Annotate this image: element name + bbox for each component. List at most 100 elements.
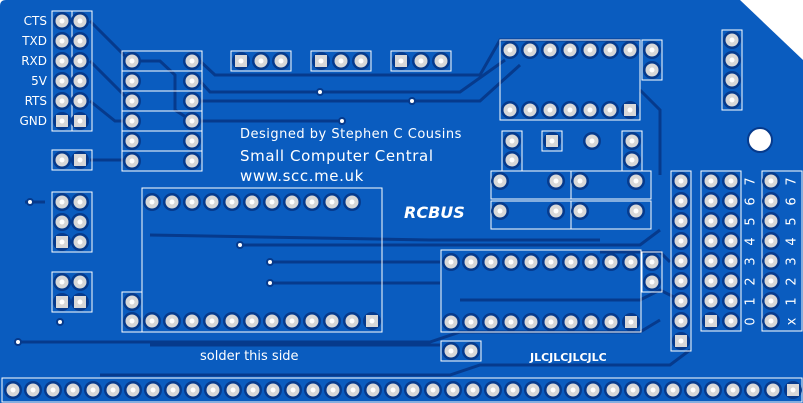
mounting-hole	[747, 127, 773, 153]
pad-drill	[750, 387, 756, 393]
pad-drill	[230, 387, 236, 393]
pad-drill	[59, 279, 65, 285]
pad-drill	[410, 387, 416, 393]
via	[408, 97, 416, 105]
pad-drill	[59, 38, 65, 44]
pad-drill	[129, 98, 135, 104]
pad-drill	[627, 107, 633, 113]
address-label-left: 0	[743, 317, 759, 326]
pad-drill	[59, 98, 65, 104]
pad-drill	[129, 78, 135, 84]
pad-drill	[189, 158, 195, 164]
pad-drill	[509, 157, 515, 163]
pad-drill	[678, 218, 684, 224]
header-outline	[51, 271, 93, 313]
label-5v: 5V	[31, 74, 47, 88]
pad-drill	[77, 58, 83, 64]
pad-drill	[358, 58, 364, 64]
pad-drill	[250, 387, 256, 393]
pad-drill	[189, 199, 195, 205]
pad-drill	[349, 199, 355, 205]
pad-drill	[70, 387, 76, 393]
pad-drill	[530, 387, 536, 393]
pad-drill	[129, 138, 135, 144]
pad-drill	[587, 47, 593, 53]
pad-drill	[77, 78, 83, 84]
pad-drill	[150, 387, 156, 393]
resistor-outline	[570, 200, 652, 230]
pad-drill	[548, 319, 554, 325]
pad-drill	[258, 58, 264, 64]
pad-drill	[567, 107, 573, 113]
copper-trace	[638, 88, 662, 175]
pad-drill	[59, 299, 65, 305]
address-label-left: 5	[743, 217, 759, 226]
pad-drill	[329, 199, 335, 205]
label-rts: RTS	[24, 94, 47, 108]
pad-drill	[290, 387, 296, 393]
pad-drill	[768, 198, 774, 204]
pad-drill	[77, 18, 83, 24]
pad-drill	[329, 318, 335, 324]
pad-drill	[507, 107, 513, 113]
pad-drill	[398, 58, 404, 64]
pad-drill	[338, 58, 344, 64]
pad-drill	[768, 258, 774, 264]
pad-drill	[278, 58, 284, 64]
address-header-outline	[700, 170, 742, 332]
via	[56, 318, 64, 326]
pad-drill	[289, 199, 295, 205]
jumper-outline	[541, 130, 563, 152]
pad-drill	[790, 387, 796, 393]
pad-drill	[633, 178, 639, 184]
pad-drill	[627, 47, 633, 53]
pad-drill	[30, 387, 36, 393]
pad-drill	[649, 279, 655, 285]
pad-drill	[649, 259, 655, 265]
pad-drill	[678, 178, 684, 184]
pad-drill	[209, 318, 215, 324]
pad-drill	[577, 208, 583, 214]
jumper-outline	[121, 291, 143, 333]
solder-note: solder this side	[200, 349, 299, 364]
copper-trace	[200, 63, 522, 103]
three-pin-header-outline	[390, 50, 452, 72]
pad-drill	[678, 318, 684, 324]
pad-drill	[588, 319, 594, 325]
pad-drill	[468, 348, 474, 354]
pad-drill	[59, 157, 65, 163]
pad-drill	[608, 259, 614, 265]
pad-drill	[553, 178, 559, 184]
pad-drill	[549, 138, 555, 144]
fab-marker: JLCJLCJLCJLC	[530, 351, 607, 364]
pad-drill	[589, 138, 595, 144]
pad-drill	[210, 387, 216, 393]
pad-drill	[728, 298, 734, 304]
pad-drill	[708, 238, 714, 244]
pad-drill	[59, 199, 65, 205]
pad-drill	[728, 258, 734, 264]
pad-drill	[728, 218, 734, 224]
pad-drill	[607, 107, 613, 113]
pad-drill	[497, 208, 503, 214]
pad-drill	[728, 278, 734, 284]
three-pin-header-outline	[230, 50, 292, 72]
pad-drill	[488, 259, 494, 265]
pad-drill	[249, 318, 255, 324]
pad-drill	[729, 97, 735, 103]
pad-drill	[209, 199, 215, 205]
pad-drill	[729, 37, 735, 43]
pad-drill	[369, 318, 375, 324]
pad-drill	[470, 387, 476, 393]
pad-drill	[528, 319, 534, 325]
pad-drill	[10, 387, 16, 393]
pad-drill	[678, 198, 684, 204]
pad-drill	[508, 319, 514, 325]
pad-drill	[129, 118, 135, 124]
pad-drill	[678, 338, 684, 344]
pad-drill	[708, 298, 714, 304]
pad-drill	[728, 178, 734, 184]
jumper-outline	[641, 39, 663, 81]
label-gnd: GND	[19, 114, 47, 128]
pad-drill	[77, 219, 83, 225]
